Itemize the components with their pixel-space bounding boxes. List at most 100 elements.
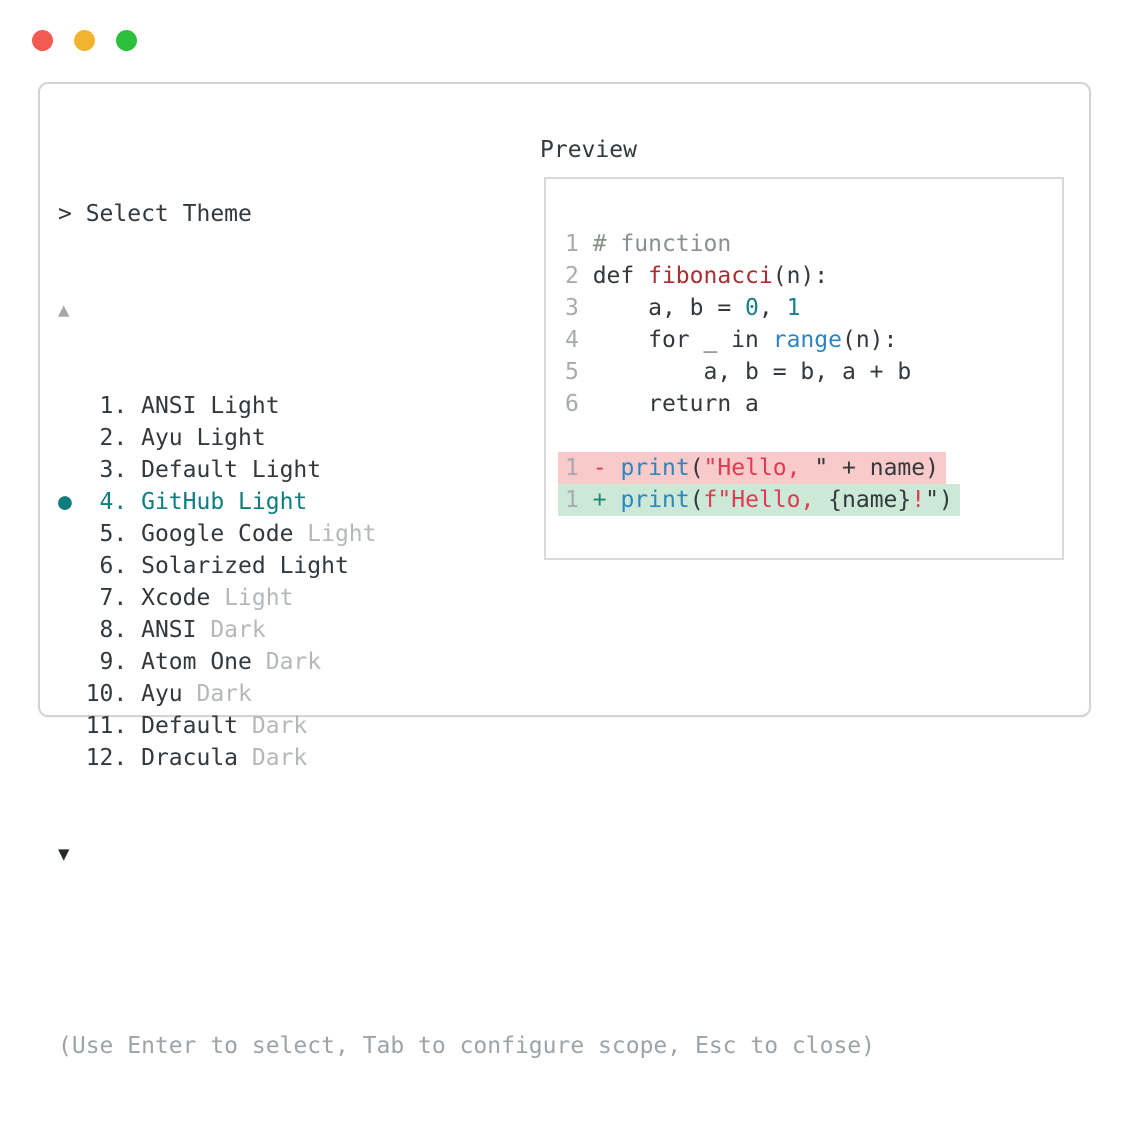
selected-bullet-icon xyxy=(58,585,86,611)
code-token: ( xyxy=(689,487,704,513)
keyboard-hint-text: (Use Enter to select, Tab to configure s… xyxy=(58,1033,875,1059)
theme-item-number: 5. xyxy=(85,521,142,547)
diff-line-added: 1 + print(f"Hello, {name}!") xyxy=(558,484,960,516)
scroll-down-indicator-icon[interactable]: ▼ xyxy=(58,843,70,865)
theme-item-number: 10. xyxy=(85,681,142,707)
code-token: print xyxy=(620,487,690,513)
code-line: 4 for _ in range(n): xyxy=(565,324,960,356)
theme-item-name: Ayu xyxy=(141,681,183,707)
code-token: # function xyxy=(592,231,732,257)
traffic-light-zoom-button[interactable] xyxy=(116,30,137,51)
code-token: for _ in xyxy=(578,327,773,353)
theme-item-1[interactable]: 1. ANSI Light xyxy=(58,390,875,422)
selected-bullet-icon xyxy=(58,617,86,643)
theme-item-name: Ayu Light xyxy=(141,425,266,451)
theme-item-6[interactable]: 6. Solarized Light xyxy=(58,550,875,582)
code-token: , xyxy=(758,295,787,321)
window-controls xyxy=(32,30,137,51)
traffic-light-minimize-button[interactable] xyxy=(74,30,95,51)
theme-item-10[interactable]: 10. Ayu Dark xyxy=(58,678,875,710)
code-preview: 1 # function 2 def fibonacci(n): 3 a, b = … xyxy=(558,228,960,516)
theme-item-number: 12. xyxy=(85,745,142,771)
traffic-light-close-button[interactable] xyxy=(32,30,53,51)
preview-panel: 1 # function 2 def fibonacci(n): 3 a, b = … xyxy=(544,177,1064,560)
theme-item-variant: Dark xyxy=(251,649,322,675)
theme-item-name: Atom One xyxy=(141,649,252,675)
code-line: 5 a, b = b, a + b xyxy=(565,356,960,388)
code-token: 0 xyxy=(745,295,759,321)
code-token: print xyxy=(620,455,690,481)
theme-item-number: 3. xyxy=(85,457,142,483)
theme-item-3[interactable]: 3. Default Light xyxy=(58,454,875,486)
code-token: return a xyxy=(578,391,759,417)
theme-item-name: Dracula xyxy=(141,745,239,771)
code-token: fibonacci xyxy=(648,263,773,289)
theme-item-5[interactable]: 5. Google Code Light xyxy=(58,518,875,550)
theme-item-8[interactable]: 8. ANSI Dark xyxy=(58,614,875,646)
theme-item-number: 7. xyxy=(85,585,142,611)
theme-item-variant: Dark xyxy=(196,617,266,643)
selected-bullet-icon xyxy=(58,681,86,707)
code-token: a, b = xyxy=(578,295,746,321)
code-token xyxy=(579,455,593,481)
theme-item-name: Default Light xyxy=(141,457,322,483)
selected-bullet-icon xyxy=(58,521,86,547)
code-token: def xyxy=(578,263,649,289)
theme-item-number: 4. xyxy=(85,489,142,515)
code-token: 2 xyxy=(565,263,579,289)
theme-item-name: GitHub Light xyxy=(141,489,308,515)
theme-item-number: 9. xyxy=(85,649,142,675)
selected-bullet-icon xyxy=(58,553,86,579)
code-token: 5 xyxy=(565,359,579,385)
code-token xyxy=(607,455,621,481)
code-token: ") xyxy=(925,487,953,513)
code-token xyxy=(579,231,593,257)
code-token: 1 xyxy=(565,455,579,481)
code-token: + xyxy=(592,487,607,513)
code-token: ! xyxy=(911,487,926,513)
theme-item-12[interactable]: 12. Dracula Dark xyxy=(58,742,875,774)
code-token: "Hello, xyxy=(703,455,815,481)
theme-item-4[interactable]: ● 4. GitHub Light xyxy=(58,486,875,518)
diff-line-removed: 1 - print("Hello, " + name) xyxy=(558,452,960,484)
code-token xyxy=(579,487,593,513)
selected-bullet-icon xyxy=(58,425,86,451)
code-token: - xyxy=(592,455,607,481)
palette-prompt: > Select Theme xyxy=(58,201,252,227)
code-token: 1 xyxy=(786,295,801,321)
selected-bullet-icon xyxy=(58,649,86,675)
theme-item-name: ANSI xyxy=(141,617,197,643)
theme-item-7[interactable]: 7. Xcode Light xyxy=(58,582,875,614)
selected-bullet-icon xyxy=(58,457,86,483)
code-token: a, b = b, a + b xyxy=(578,359,912,385)
code-line: 3 a, b = 0, 1 xyxy=(565,292,960,324)
code-token: f"Hello, xyxy=(703,487,829,513)
code-token: range xyxy=(772,327,842,353)
code-token xyxy=(607,487,621,513)
code-token: {name} xyxy=(828,487,912,513)
theme-item-2[interactable]: 2. Ayu Light xyxy=(58,422,875,454)
theme-item-11[interactable]: 11. Default Dark xyxy=(58,710,875,742)
selected-bullet-icon xyxy=(58,713,86,739)
preview-label: Preview xyxy=(540,137,637,163)
theme-item-number: 1. xyxy=(85,393,142,419)
theme-item-name: Default xyxy=(141,713,239,739)
theme-item-number: 8. xyxy=(85,617,142,643)
code-token: " + name) xyxy=(814,455,939,481)
code-token: (n): xyxy=(772,263,829,289)
code-token: 1 xyxy=(565,487,579,513)
theme-item-9[interactable]: 9. Atom One Dark xyxy=(58,646,875,678)
theme-item-number: 6. xyxy=(85,553,142,579)
theme-item-name: ANSI Light xyxy=(141,393,280,419)
theme-item-number: 2. xyxy=(85,425,142,451)
selected-bullet-icon xyxy=(58,393,86,419)
code-line: 1 # function xyxy=(565,228,960,260)
code-line xyxy=(565,420,960,452)
theme-item-variant: Light xyxy=(293,521,377,547)
code-token: 6 xyxy=(565,391,579,417)
theme-item-number: 11. xyxy=(85,713,142,739)
theme-item-variant: Dark xyxy=(182,681,252,707)
scroll-up-indicator-icon[interactable]: ▲ xyxy=(58,299,70,321)
theme-item-variant: Dark xyxy=(238,745,308,771)
code-token: 3 xyxy=(565,295,579,321)
